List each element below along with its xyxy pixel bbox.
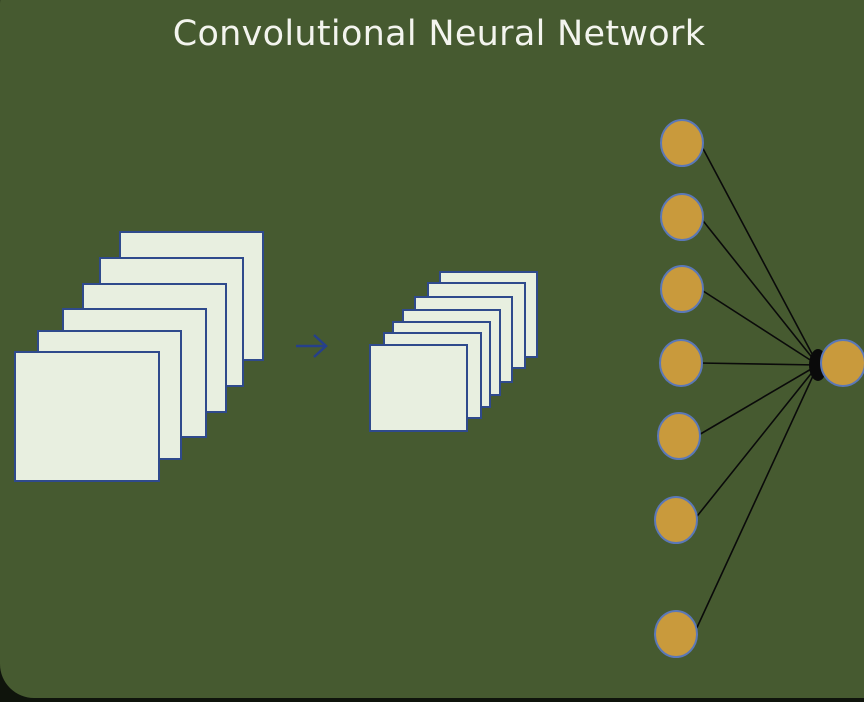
small-feature-map [369,344,468,432]
input-neuron [660,119,704,167]
input-neuron [659,339,703,387]
output-neuron-node [820,339,864,387]
connection-line [699,142,819,366]
input-neuron [654,610,698,658]
input-neuron [660,265,704,313]
connection-line [693,364,819,521]
slide-title: Convolutional Neural Network [172,14,706,54]
connection-line [696,364,819,437]
input-neuron [660,193,704,241]
input-neuron [657,412,701,460]
right-arrow-icon [296,334,328,358]
input-neuron [654,496,698,544]
input-neuron-column [654,119,704,658]
connection-line [699,216,819,366]
large-feature-map-stack [14,231,264,482]
large-feature-map [14,351,160,482]
connection-line [699,288,819,366]
connection-lines [693,142,827,635]
small-feature-map-stack [369,271,538,432]
connection-line [698,362,819,366]
output-neuron [820,339,864,387]
connection-line [693,364,819,635]
